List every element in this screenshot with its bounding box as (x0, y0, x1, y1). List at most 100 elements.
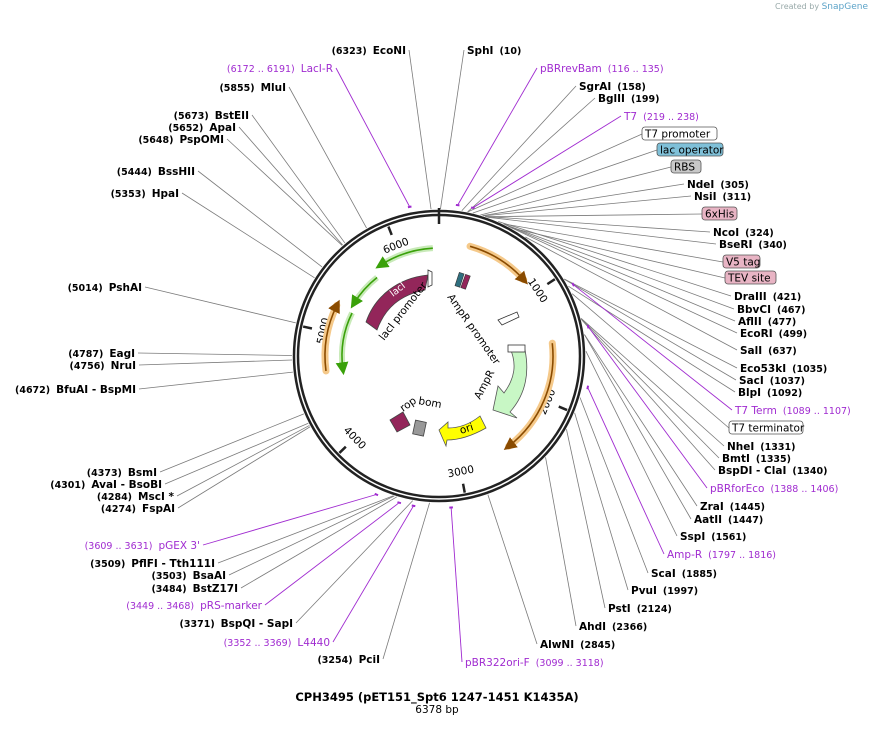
site-ncoi-coord: (324) (745, 228, 774, 239)
site-blpi-name: BlpI (738, 387, 761, 399)
site-sspi-leader (585, 350, 678, 537)
site-bspdi-clai-name: BspDI - ClaI (718, 465, 786, 477)
site-nsii-coord: (311) (723, 192, 752, 203)
feature-box-t7-promoter-text: T7 promoter (644, 129, 711, 141)
primer-laci-r-coord: (6172 .. 6191) (227, 64, 295, 75)
tick-4000 (338, 445, 347, 454)
primer-l4440-leader (332, 505, 414, 643)
site-psti-label: PstI(2124) (608, 603, 672, 615)
site-sphi-coord: (10) (499, 46, 521, 57)
primer-pgex-3-name: pGEX 3' (158, 540, 200, 552)
site-blpi-leader (568, 285, 736, 393)
site-sali-label: SalI(637) (740, 345, 797, 357)
feature-box-lac-operator (656, 142, 724, 157)
site-nsii-label: NsiI(311) (694, 191, 751, 203)
site-bmti-name: BmtI (722, 453, 750, 465)
site-draiii-name: DraIII (734, 291, 767, 303)
primer-amp-r-coord: (1797 .. 1816) (708, 550, 776, 561)
site-zrai-leader (584, 334, 698, 507)
primer-pbrforeco-mark (586, 324, 590, 329)
site-sphi-label: SphI (10) (467, 45, 521, 57)
feature-box-t7-terminator-leader (571, 293, 730, 429)
primer-pbrforeco-name: pBRforEco (710, 483, 764, 495)
site-bsshii-label: (5444)BssHII (117, 166, 195, 178)
site-alwni-label: AlwNI(2845) (540, 639, 615, 651)
site-fspai-coord: (4274) (101, 504, 136, 515)
site-apai-label: (5652)ApaI (168, 122, 236, 134)
primer-l4440-mark (411, 504, 416, 508)
site-bsmi-leader (159, 413, 305, 473)
primer-pgex-3-leader (202, 494, 377, 546)
primer-pbrforeco-label: pBRforEco(1388 .. 1406) (710, 483, 838, 495)
feature-box-lac-operator-text: lac operator (660, 145, 724, 157)
site-nhei-leader (580, 317, 725, 447)
orf-band-0 (466, 242, 528, 284)
feature-box-v5-tag-text: V5 tag (726, 257, 760, 269)
feature-box-rbs-leader (480, 166, 672, 216)
site-pshai-label: (5014) PshAI (68, 282, 142, 294)
site-ndei-leader (482, 183, 685, 216)
site-draiii-label: DraIII(421) (734, 291, 801, 303)
site-bseri-coord: (340) (758, 240, 787, 251)
site-pshai-name: PshAI (109, 282, 142, 294)
ampR-promoter-label: AmpR promoter (445, 292, 503, 368)
site-sgrai-label: SgrAI(158) (579, 81, 646, 93)
his-tag-mark (460, 274, 471, 290)
site-psti-leader (566, 429, 606, 609)
site-ncoi-leader (485, 216, 711, 233)
primer-t7-mark (470, 206, 475, 210)
primer-prs-marker-mark (397, 501, 402, 505)
site-bbvci-label: BbvCI(467) (737, 304, 806, 316)
lacI-promoter-arrow (427, 269, 433, 288)
snapgene-logo: SnapGene (821, 2, 868, 12)
site-pshai-coord: (5014) (68, 283, 103, 294)
site-bmti-label: BmtI(1335) (722, 453, 791, 465)
primer-l4440-coord: (3352 .. 3369) (224, 638, 292, 649)
primer-laci-r-leader (335, 67, 411, 208)
site-pcii-name: PciI (359, 654, 380, 666)
site-ncoi-label: NcoI (324) (713, 227, 774, 239)
site-pcii-label: (3254)PciI (317, 654, 380, 666)
site-sali-leader (525, 236, 738, 351)
credit-prefix: Created by (775, 2, 820, 11)
site-bbvci-leader (504, 223, 735, 310)
primer-amp-r-label: Amp-R(1797 .. 1816) (667, 549, 776, 561)
site-bsaai-leader (228, 495, 395, 576)
primer-l4440-name: L4440 (297, 637, 330, 649)
site-nhei-label: NheI(1331) (727, 441, 795, 453)
ampR-promoter-box (507, 344, 526, 353)
primer-pbr322ori-f-label: pBR322ori-F(3099 .. 3118) (465, 657, 604, 669)
primer-t7-term-mark (571, 282, 575, 287)
ampR-arrow (492, 347, 528, 419)
primer-laci-r-name: LacI-R (301, 63, 333, 75)
site-scai-coord: (1885) (682, 569, 717, 580)
site-aflii-coord: (477) (768, 317, 797, 328)
site-sphi-name: SphI (467, 45, 493, 57)
site-pspomi-coord: (5648) (138, 135, 173, 146)
site-ahdi-name: AhdI (579, 621, 606, 633)
site-psti-name: PstI (608, 603, 631, 615)
site-pcii-leader (382, 502, 430, 660)
site-bsmi-name: BsmI (128, 467, 157, 479)
primer-pgex-3-coord: (3609 .. 3631) (85, 541, 153, 552)
primer-pgex-3-mark (374, 492, 379, 497)
site-bspqi-sapi-coord: (3371) (180, 619, 215, 630)
site-avai-bsobi-coord: (4301) (50, 480, 85, 491)
primer-laci-r-mark (407, 205, 412, 209)
tick-label-3000: 3000 (447, 464, 475, 481)
site-nrui-label: (4756)NruI (70, 360, 136, 372)
primer-amp-r-leader (587, 387, 665, 555)
site-bsteii-coord: (5673) (174, 111, 209, 122)
site-ncoi-name: NcoI (713, 227, 739, 239)
feature-box-tev-site-leader (510, 227, 726, 279)
orf-arrow-2 (324, 299, 340, 372)
site-saci-coord: (1037) (770, 376, 805, 387)
site-saci-name: SacI (739, 375, 764, 387)
plasmid-name: CPH3495 (pET151_Spt6 1247-1451 K1435A) (295, 690, 579, 704)
site-ecori-label: EcoRI(499) (740, 328, 807, 340)
site-bfuai-bspmi-label: (4672)BfuAI - BspMI (15, 384, 136, 396)
site-alwni-leader (487, 494, 538, 645)
site-msci-label: (4284)MscI * (97, 491, 175, 503)
feature-box-t7-terminator-text: T7 terminator (731, 423, 805, 435)
site-bsteii-leader (251, 114, 346, 244)
